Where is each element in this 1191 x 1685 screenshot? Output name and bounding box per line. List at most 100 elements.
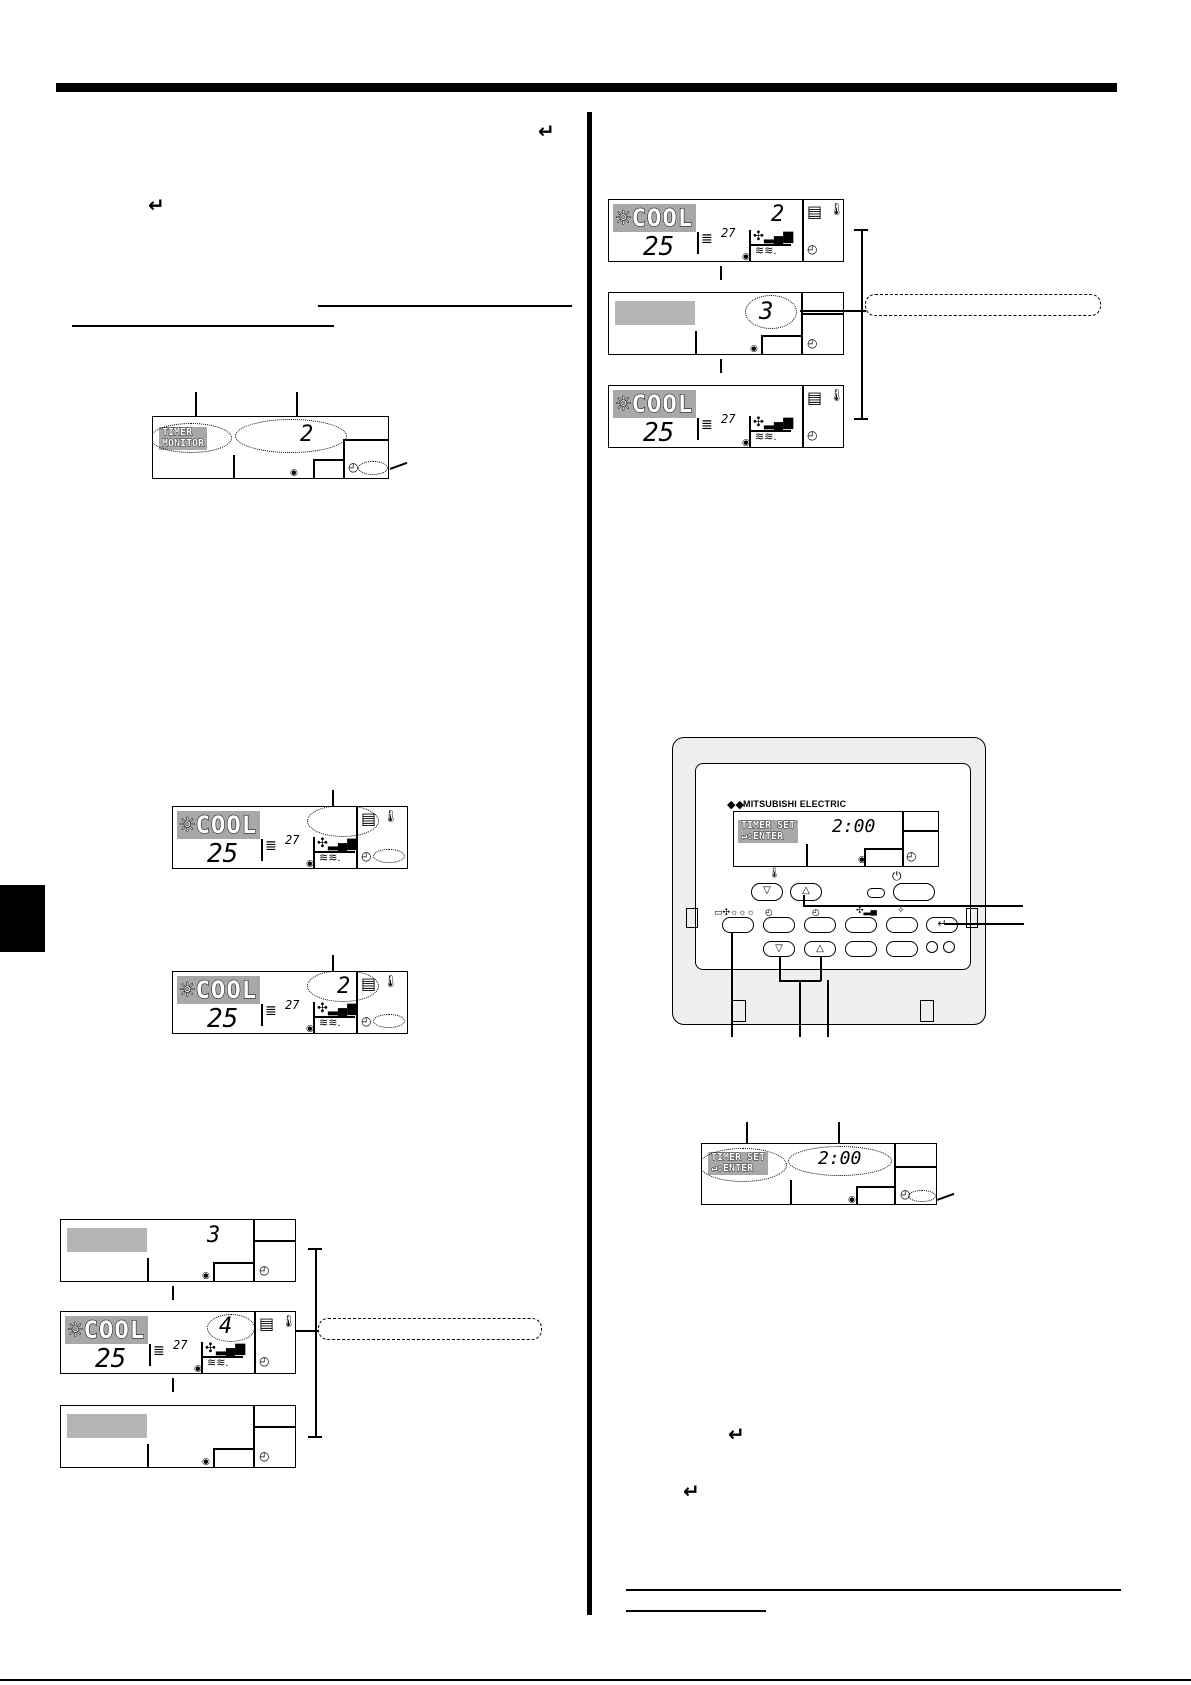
room-temperature: 27 xyxy=(721,412,736,426)
on-off-button[interactable] xyxy=(893,883,935,901)
fan-speed-button[interactable] xyxy=(845,917,877,933)
brand-logo-icon: ◆◆ xyxy=(727,799,744,811)
temp-up-button[interactable]: △ xyxy=(790,883,822,901)
timer-menu-button[interactable] xyxy=(763,917,795,933)
clock-icon: ◴ xyxy=(348,460,359,474)
mode-label: ☼COOL xyxy=(177,811,261,840)
lcd-display-timer-monitor: TIMER MONITOR 2 ◴ ◉ xyxy=(152,416,389,479)
sun-icon: ☼ xyxy=(67,1316,84,1345)
header-rule xyxy=(56,83,1117,92)
vane-icon: ≣ xyxy=(265,837,277,853)
filter-icon: ▤ xyxy=(259,1316,275,1333)
fan-speed-icon: ✣▂▄▆ xyxy=(317,1000,358,1015)
airflow-icon: ≋≋. xyxy=(319,1017,341,1029)
lcd-display-cool-2: ☼COOL 25 ≣ 27 2 ✣▂▄▆ ≋≋. ▤ 🌡 ◴ ◉ xyxy=(172,971,408,1034)
filter-icon: ▤ xyxy=(807,204,823,221)
power-icon: ⏻ xyxy=(892,869,902,883)
lcd-display-timer-set: TIMER SET ↵:ENTER 2:00 ◴ ◉ xyxy=(701,1143,937,1205)
sun-icon: ☼ xyxy=(179,976,196,1005)
remote-lcd: TIMER SET ↵:ENTER 2:00 ◴ ◉ xyxy=(733,811,939,867)
filter-icon: ▤ xyxy=(807,390,823,407)
mode-label: ☼COOL xyxy=(613,390,697,419)
enter-icon: ↵ xyxy=(728,1424,745,1446)
filter-icon: ▤ xyxy=(361,976,377,993)
time-display: 2:00 xyxy=(832,816,876,837)
clock-icon: ◴ xyxy=(906,849,917,863)
display-label: TIMER SET xyxy=(741,820,796,831)
set-temperature: 25 xyxy=(95,1344,127,1374)
mode-icons: ▭✣☼☼☼ xyxy=(714,907,755,917)
fan-speed-icon: ✣▂▄ xyxy=(856,905,877,915)
lcd-display-3: 3 ◴ ◉ xyxy=(60,1219,296,1282)
clock-icon: ◴ xyxy=(807,428,818,442)
enter-button[interactable]: ↵ xyxy=(926,917,958,933)
lcd-display-blank: ◴ ◉ xyxy=(60,1405,296,1468)
sun-icon: ☼ xyxy=(615,390,632,419)
clock-icon: ◴ xyxy=(807,336,818,350)
time-display: 2:00 xyxy=(818,1148,862,1169)
timer-onoff-button[interactable] xyxy=(804,917,836,933)
set-temperature: 25 xyxy=(207,839,239,869)
check-button[interactable] xyxy=(867,888,885,898)
timer-digit: 2 xyxy=(337,974,351,999)
thermometer-icon: 🌡 xyxy=(383,809,399,823)
vane-icon: ≣ xyxy=(265,1002,277,1018)
clock-icon: ◴ xyxy=(361,1014,372,1028)
enter-icon: ↵ xyxy=(683,1481,700,1503)
filter-icon: ▤ xyxy=(361,811,377,828)
footer-rule xyxy=(0,1679,1191,1681)
temp-down-button[interactable]: ▽ xyxy=(751,883,783,901)
thermometer-icon: 🌡 xyxy=(829,388,844,402)
set-temperature: 25 xyxy=(643,232,675,262)
test-button[interactable] xyxy=(926,941,938,953)
fan-speed-icon: ✣▂▄▆ xyxy=(205,1340,246,1355)
vane-button[interactable] xyxy=(886,917,918,933)
room-temperature: 27 xyxy=(721,226,736,240)
timer-digit: 2 xyxy=(771,202,785,227)
airflow-icon: ≋≋. xyxy=(207,1357,229,1369)
underline xyxy=(626,1610,766,1612)
fan-speed-icon: ✣▂▄▆ xyxy=(753,228,794,243)
set-temperature: 25 xyxy=(207,1004,239,1034)
thermometer-icon: 🌡 xyxy=(281,1314,296,1328)
clock-icon: ◴ xyxy=(361,849,372,863)
vane-icon: ≣ xyxy=(153,1342,165,1358)
vane-icon: ≣ xyxy=(701,230,713,246)
clock-icon: ◴ xyxy=(259,1449,270,1463)
underline xyxy=(626,1589,1121,1591)
timer-digit: 3 xyxy=(759,297,774,325)
lcd-display-cool-right: ☼COOL 25 ≣ 27 ✣▂▄▆ ≋≋. ▤ 🌡 ◴ ◉ xyxy=(608,385,844,448)
airflow-icon: ≋≋. xyxy=(755,431,777,443)
set-time-down-button[interactable]: ▽ xyxy=(763,941,795,957)
enter-icon: ↵ xyxy=(538,121,555,143)
fan-speed-icon: ✣▂▄▆ xyxy=(317,835,358,850)
underline xyxy=(72,325,334,327)
timer-digit: 2 xyxy=(300,422,314,447)
lcd-display-cool-2-right: ☼COOL 25 ≣ 27 2 ✣▂▄▆ ≋≋. ▤ 🌡 ◴ ◉ xyxy=(608,199,844,262)
clock-icon: ◴ xyxy=(259,1263,270,1277)
room-temperature: 27 xyxy=(173,1338,188,1352)
lcd-display-3-right: 3 ◴ ◉ xyxy=(608,292,844,355)
clock-icon: ◴ xyxy=(812,907,820,917)
filter-button[interactable] xyxy=(943,941,955,953)
airflow-icon: ≋≋. xyxy=(755,245,777,257)
set-time-up-button[interactable]: △ xyxy=(804,941,836,957)
mode-label: ☼COOL xyxy=(177,976,261,1005)
set-temperature: 25 xyxy=(643,418,675,448)
lcd-display-cool: ☼COOL 25 ≣ 27 ✣▂▄▆ ≋≋. ▤ 🌡 ◴ ◉ xyxy=(172,806,408,869)
column-divider xyxy=(587,112,592,1615)
room-temperature: 27 xyxy=(285,833,300,847)
thermometer-icon: 🌡 xyxy=(383,974,399,988)
louver-button[interactable] xyxy=(845,941,877,957)
room-temperature: 27 xyxy=(285,998,300,1012)
clock-icon: ◴ xyxy=(765,907,773,917)
section-tab xyxy=(0,885,45,952)
mode-label: ☼COOL xyxy=(65,1316,149,1345)
timer-digit: 3 xyxy=(207,1223,221,1248)
ventilation-button[interactable] xyxy=(886,941,918,957)
callout-box xyxy=(865,294,1101,316)
thermometer-icon: 🌡 xyxy=(829,202,844,216)
underline xyxy=(318,305,572,307)
mode-label: ☼COOL xyxy=(613,204,697,233)
mode-button[interactable] xyxy=(722,917,754,933)
